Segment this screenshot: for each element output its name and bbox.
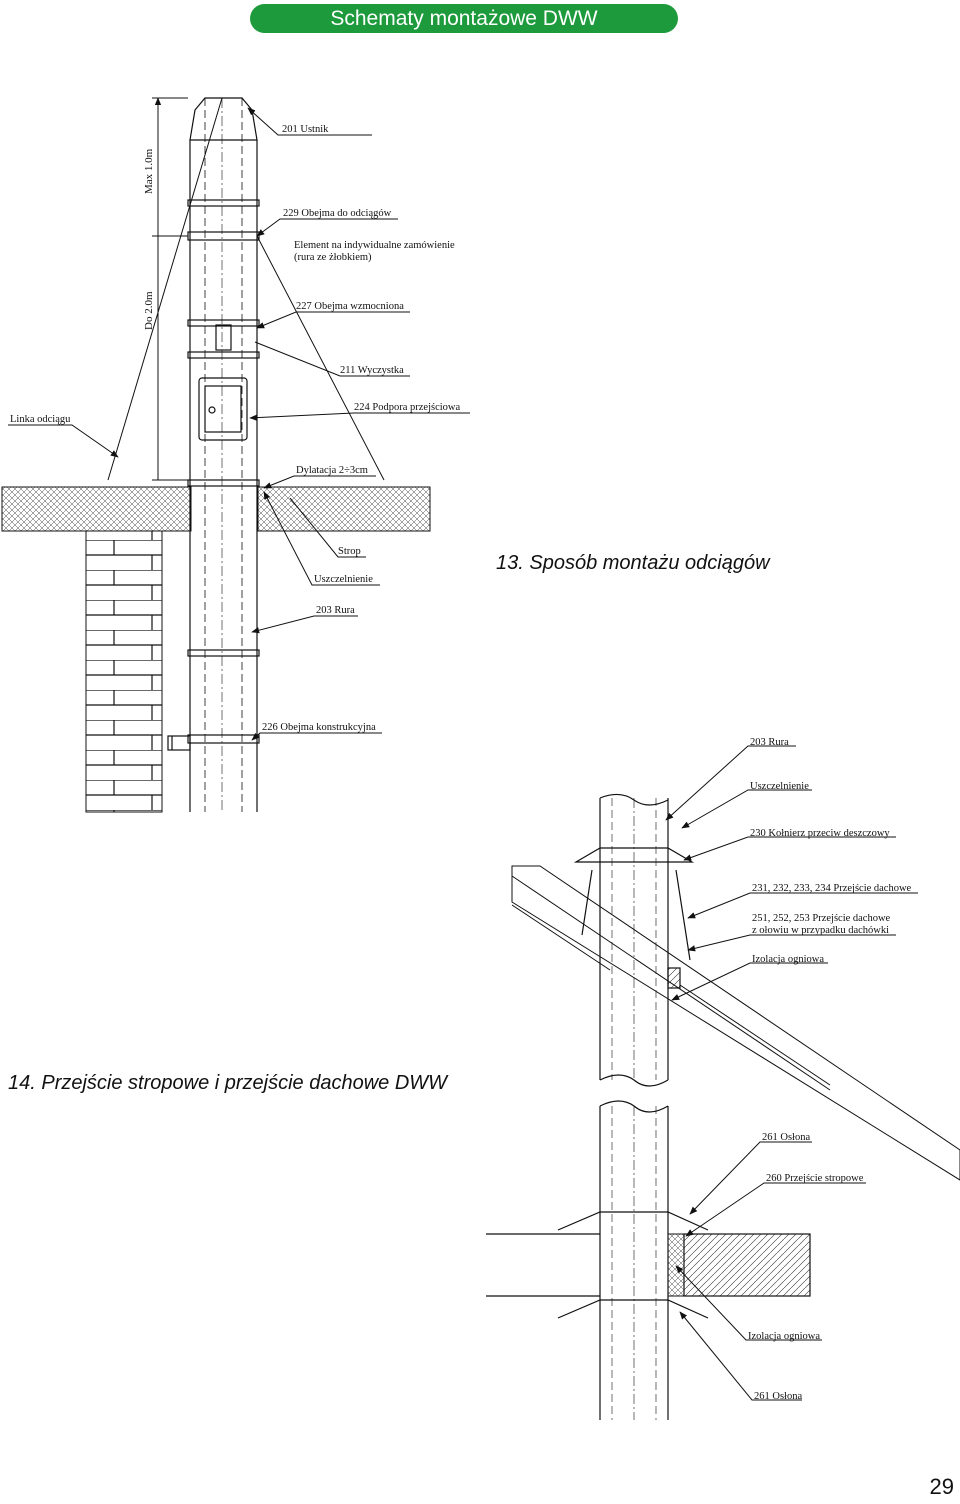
brick-wall	[85, 530, 163, 813]
label-ustnik: 201 Ustnik	[282, 124, 329, 135]
ceiling-slab-right	[257, 486, 431, 532]
label-element-line1: Element na indywidualne zamówienie	[294, 240, 455, 251]
label-olow-line1: 251, 252, 253 Przejście dachowe	[752, 913, 891, 924]
dimension-lines	[152, 97, 188, 481]
figure-13-drawing	[1, 97, 470, 813]
chimney-pipe	[167, 97, 260, 812]
label-oslona-1: 261 Osłona	[762, 1132, 810, 1143]
page-header-banner: Schematy montażowe DWW	[250, 4, 678, 33]
label-obejma-wzmocniona: 227 Obejma wzmocniona	[296, 301, 404, 312]
guy-line-left	[107, 97, 223, 481]
label-uszczelnienie: Uszczelnienie	[314, 574, 373, 585]
figure-13-leaders	[8, 107, 470, 741]
page-number: 29	[929, 1474, 954, 1499]
label-wyczystka: 211 Wyczystka	[340, 365, 404, 376]
label-przejscie-dachowe: 231, 232, 233, 234 Przejście dachowe	[752, 883, 912, 894]
label-przejscie-stropowe: 260 Przejście stropowe	[766, 1173, 864, 1184]
label-linka: Linka odciągu	[10, 414, 71, 425]
dim-max-label: Max 1.0m	[143, 148, 155, 194]
figure-13-caption: 13. Sposób montażu odciągów	[496, 552, 770, 574]
label-izolacja-1: Izolacja ogniowa	[752, 954, 824, 965]
figure-14-caption: 14. Przejście stropowe i przejście dacho…	[8, 1072, 448, 1094]
label-olow-line2: z ołowiu w przypadku dachówki	[752, 925, 889, 936]
label-rura: 203 Rura	[316, 605, 355, 616]
label-element-line2: (rura ze żłobkiem)	[294, 252, 372, 263]
label-strop: Strop	[338, 546, 361, 557]
label-obejma-odciagow: 229 Obejma do odciągów	[283, 208, 392, 219]
label-f14-rura: 203 Rura	[750, 737, 789, 748]
label-oslona-2: 261 Osłona	[754, 1391, 802, 1402]
label-izolacja-2: Izolacja ogniowa	[748, 1331, 820, 1342]
label-f14-uszczelnienie: Uszczelnienie	[750, 781, 809, 792]
label-dylatacja: Dylatacja 2÷3cm	[296, 465, 368, 476]
ceiling-slab-left	[1, 486, 192, 532]
label-podpora: 224 Podpora przejściowa	[354, 402, 460, 413]
dim-do-label: Do 2.0m	[143, 291, 155, 330]
label-obejma-konstrukcyjna: 226 Obejma konstrukcyjna	[262, 722, 376, 733]
guy-line-right	[256, 235, 385, 481]
figure-14-ceiling-drawing	[486, 1100, 866, 1420]
label-kolnierz: 230 Kołnierz przeciw deszczowy	[750, 828, 890, 839]
figure-14-roof-drawing	[511, 745, 960, 1181]
